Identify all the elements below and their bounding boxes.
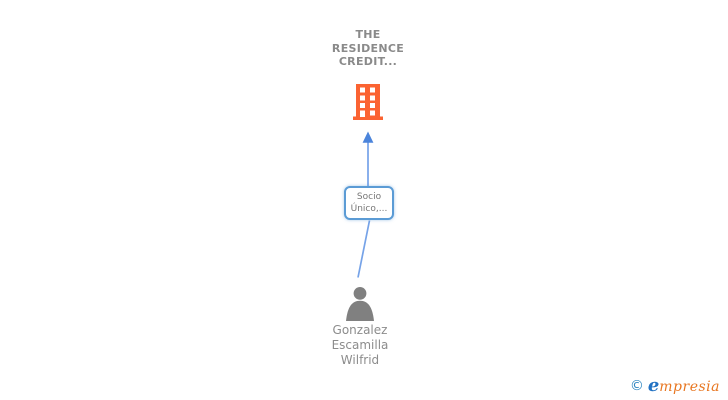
copyright-icon: © xyxy=(629,378,644,394)
logo-brand-text: mpresia xyxy=(659,379,720,395)
relationship-label-line: Socio xyxy=(356,192,382,202)
company-node-title[interactable]: THE RESIDENCE CREDIT... xyxy=(288,28,448,69)
company-node[interactable] xyxy=(353,84,383,120)
arrowhead-icon xyxy=(362,131,374,143)
person-name-line: Gonzalez xyxy=(332,323,388,337)
relationship-label[interactable]: Socio Único,... xyxy=(344,186,394,220)
company-name-line: CREDIT... xyxy=(338,55,398,68)
empresia-logo[interactable]: ©empresia xyxy=(630,375,720,396)
person-node-name[interactable]: Gonzalez Escamilla Wilfrid xyxy=(290,323,430,368)
relationship-label-line: Único,... xyxy=(350,204,388,214)
person-icon xyxy=(346,287,374,321)
company-name-line: RESIDENCE xyxy=(331,41,405,55)
person-name-line: Escamilla xyxy=(331,338,389,352)
building-icon xyxy=(353,84,383,120)
edge-lower-segment xyxy=(357,220,371,278)
person-name-line: Wilfrid xyxy=(340,353,380,367)
company-name-line: THE xyxy=(355,28,381,41)
logo-brand-initial: e xyxy=(647,375,660,396)
person-node[interactable] xyxy=(345,287,375,321)
